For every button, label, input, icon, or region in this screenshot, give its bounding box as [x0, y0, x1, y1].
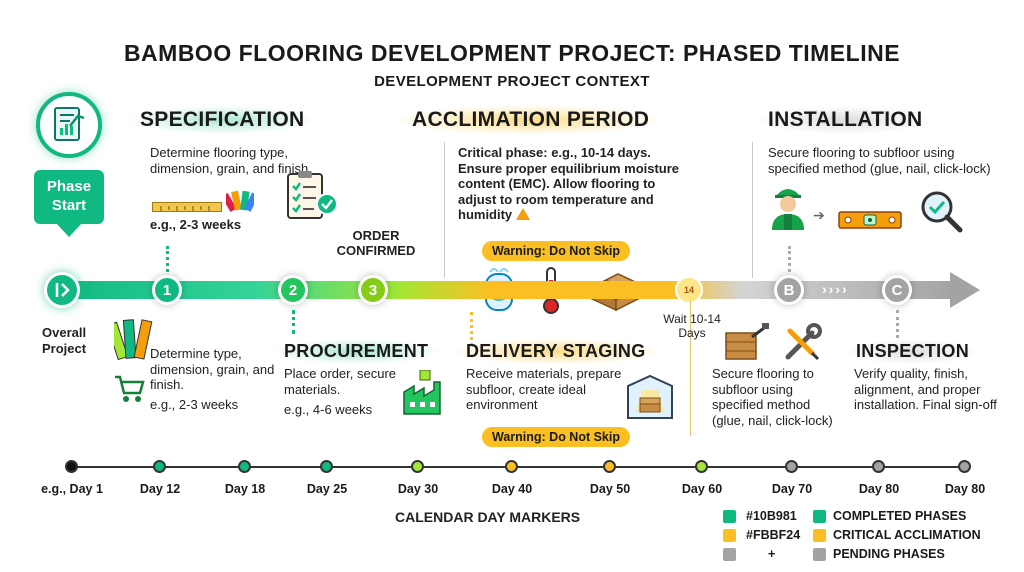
legend-label-completed: COMPLETED PHASES [833, 509, 967, 523]
day-marker-label: Day 25 [306, 482, 348, 496]
day-axis-line [70, 466, 966, 468]
day-marker-dot [695, 460, 708, 473]
day-axis-label: CALENDAR DAY MARKERS [395, 509, 581, 525]
specification-duration: e.g., 2-3 weeks [150, 217, 242, 232]
connector-c-down [896, 310, 899, 338]
connector-b-up [788, 246, 791, 272]
wait-badge-number: 14 [683, 285, 694, 295]
legend-code-completed: #10B981 [746, 509, 797, 523]
wrench-screwdriver-icon [782, 323, 822, 368]
legend-swatch-completed [723, 510, 736, 523]
level-tool-icon [838, 210, 902, 235]
lower-spec-duration: e.g., 2-3 weeks [150, 397, 239, 412]
legend-swatch-completed-2 [813, 510, 826, 523]
color-swatch-book-icon [106, 316, 154, 367]
phase-start-pointer [56, 223, 82, 237]
connector-delivery [470, 312, 473, 346]
connector-1-up [166, 246, 169, 272]
phase-start-label: Phase Start [46, 178, 92, 214]
warning-badge-bottom: Warning: Do Not Skip [482, 427, 630, 447]
day-marker-label: Day 80 [944, 482, 986, 496]
page-title: BAMBOO FLOORING DEVELOPMENT PROJECT: PHA… [123, 40, 901, 66]
day-marker-label: Day 18 [224, 482, 266, 496]
delivery-text: Receive materials, prepare subfloor, cre… [466, 366, 622, 412]
swatch-fan-icon [221, 188, 259, 217]
node-c: C [882, 275, 912, 305]
installation-heading: INSTALLATION [758, 106, 933, 134]
magnifier-check-icon [918, 188, 964, 239]
node-2: 2 [278, 275, 308, 305]
acclimation-text: Critical phase: e.g., 10-14 days. Ensure… [458, 145, 694, 223]
legend-swatch-pending [723, 548, 736, 561]
legend-label-pending: PENDING PHASES [833, 547, 945, 561]
start-node [44, 272, 80, 308]
day-marker-dot [872, 460, 885, 473]
divider-delivery [690, 300, 691, 436]
order-confirmed-label: ORDER CONFIRMED [336, 228, 416, 258]
warning-triangle-icon [515, 208, 530, 220]
day-marker-label: Day 12 [139, 482, 181, 496]
specification-heading: SPECIFICATION [130, 106, 315, 134]
day-marker-dot [65, 460, 78, 473]
legend-label-critical: CRITICAL ACCLIMATION [833, 528, 981, 542]
start-badge: Phase Start [34, 92, 104, 252]
acclimation-description: Critical phase: e.g., 10-14 days. Ensure… [458, 145, 680, 222]
warning-badge-top: Warning: Do Not Skip [482, 241, 630, 261]
node-1: 1 [152, 275, 182, 305]
day-marker-label: Day 70 [771, 482, 813, 496]
day-marker-dot [411, 460, 424, 473]
procurement-heading: PROCUREMENT [274, 339, 439, 364]
lower-install-text: Secure flooring to subfloor using specif… [712, 366, 833, 428]
shopping-cart-icon [113, 373, 147, 408]
day-marker-label: Day 30 [397, 482, 439, 496]
legend-swatch-critical-2 [813, 529, 826, 542]
legend-swatch-critical [723, 529, 736, 542]
staging-room-icon [624, 372, 676, 427]
day-marker-dot [785, 460, 798, 473]
day-marker-dot [238, 460, 251, 473]
node-b: B [774, 275, 804, 305]
delivery-heading: DELIVERY STAGING [456, 339, 656, 364]
day-marker-dot [603, 460, 616, 473]
day-marker-dot [153, 460, 166, 473]
day-marker-dot [958, 460, 971, 473]
day-marker-label: Day 50 [589, 482, 631, 496]
page-subtitle: DEVELOPMENT PROJECT CONTEXT [374, 73, 650, 90]
timeline-arrowhead [950, 272, 980, 308]
arrow-right-icon: ➔ [813, 207, 825, 223]
specification-text: Determine flooring type, dimension, grai… [150, 145, 312, 176]
connector-2-down [292, 310, 295, 334]
divider-spec-acclim [444, 142, 445, 278]
day-marker-label: e.g., Day 1 [41, 482, 103, 496]
worker-icon [766, 182, 810, 235]
inspection-text: Verify quality, finish, alignment, and p… [854, 366, 997, 412]
lower-spec-text: Determine type, dimension, grain, and fi… [150, 346, 275, 392]
legend-code-pending: + [768, 547, 776, 561]
day-marker-dot [320, 460, 333, 473]
node-3: 3 [358, 275, 388, 305]
day-marker-label: Day 40 [491, 482, 533, 496]
overall-project-label: Overall Project [42, 325, 87, 356]
ruler-icon [152, 202, 222, 212]
divider-acclim-install [752, 142, 753, 278]
day-marker-label: Day 60 [681, 482, 723, 496]
clipboard-checklist-icon [284, 170, 340, 227]
chart-document-icon [36, 92, 102, 158]
procurement-duration: e.g., 4-6 weeks [284, 402, 373, 417]
legend-code-critical: #FBBF24 [746, 528, 801, 542]
chevrons-icon: ›››› [822, 281, 849, 297]
day-marker-dot [505, 460, 518, 473]
acclimation-heading: ACCLIMATION PERIOD [402, 106, 660, 134]
wait-badge: 14 [675, 276, 703, 304]
procurement-text: Place order, secure materials. [284, 366, 397, 397]
inspection-heading: INSPECTION [846, 339, 980, 364]
factory-icon [402, 369, 444, 421]
wood-planks-icon [722, 323, 770, 368]
installation-text: Secure flooring to subfloor using specif… [768, 145, 991, 176]
wait-label: Wait 10-14 Days [663, 312, 721, 340]
legend-swatch-pending-2 [813, 548, 826, 561]
day-marker-label: Day 80 [858, 482, 900, 496]
phase-start-box: Phase Start [34, 170, 104, 224]
